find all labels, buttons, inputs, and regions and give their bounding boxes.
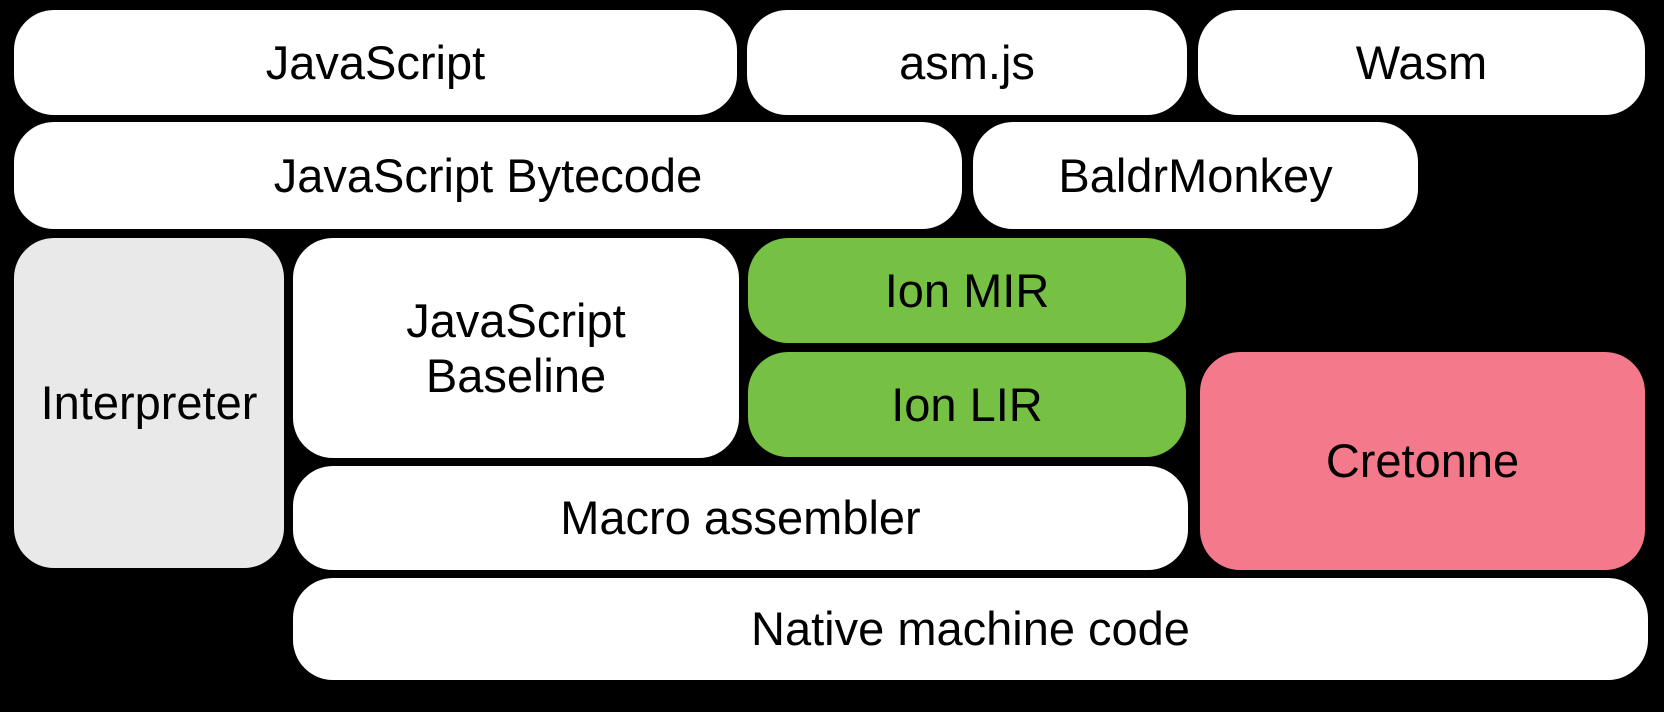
box-label-line1: JavaScript [406,293,626,347]
box-label: JavaScript [265,35,486,89]
box-javascript-bytecode: JavaScript Bytecode [14,122,962,229]
box-label: asm.js [899,35,1035,89]
box-label: Wasm [1355,35,1488,89]
box-javascript: JavaScript [14,10,737,115]
box-interpreter: Interpreter [14,238,284,568]
box-cretonne: Cretonne [1200,352,1645,570]
box-label: JavaScript Baseline [406,293,625,404]
box-label: Native machine code [751,602,1190,656]
box-baldrmonkey: BaldrMonkey [973,122,1418,229]
box-label: Interpreter [40,376,258,430]
box-label: Macro assembler [560,491,921,545]
box-ion-lir: Ion LIR [748,352,1186,457]
box-macro-assembler: Macro assembler [293,466,1188,570]
box-ion-mir: Ion MIR [748,238,1186,343]
box-label: Cretonne [1325,434,1520,488]
box-label: Ion LIR [891,377,1043,431]
box-native-machine-code: Native machine code [293,578,1648,680]
box-label: Ion MIR [884,263,1050,317]
box-label: JavaScript Bytecode [273,148,703,202]
box-asmjs: asm.js [747,10,1187,115]
box-label: BaldrMonkey [1058,148,1333,202]
box-label-line2: Baseline [425,349,607,402]
box-javascript-baseline: JavaScript Baseline [293,238,739,458]
box-wasm: Wasm [1198,10,1645,115]
